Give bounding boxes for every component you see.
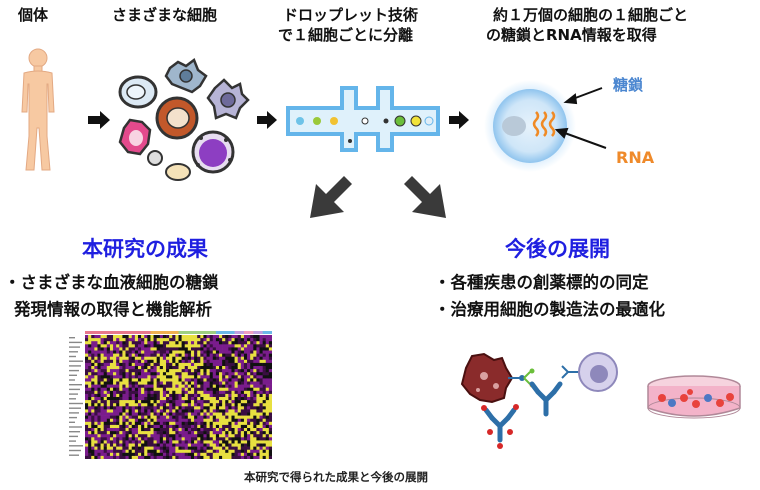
label-glycan: 糖鎖 (613, 76, 644, 94)
arrow-icon (449, 111, 469, 129)
arrow-icon (257, 111, 277, 129)
future-bullet-1: ・各種疾患の創薬標的の同定 (434, 273, 649, 292)
droplet-channel-icon (286, 86, 440, 152)
label-droplet-line2: で１細胞ごとに分離 (278, 26, 414, 44)
glycan-expression-heatmap (69, 331, 272, 459)
results-bullet-1: ・さまざまな血液細胞の糖鎖 (4, 273, 219, 292)
culture-dish-icon (647, 375, 741, 419)
results-heading: 本研究の成果 (82, 237, 208, 261)
antibody-icon (529, 381, 563, 417)
cancer-cell-icon (460, 352, 514, 404)
arrow-icon (88, 111, 110, 129)
blood-cells-icon (118, 58, 250, 181)
human-body-icon (21, 48, 55, 171)
future-bullet-2: ・治療用細胞の製造法の最適化 (434, 300, 665, 319)
results-bullet-2: 発現情報の取得と機能解析 (14, 300, 212, 319)
pointer-arrow-icon (554, 87, 607, 149)
receptor-icon (561, 365, 580, 379)
label-single-cell-line1: 約１万個の細胞の１細胞ごと (493, 6, 689, 24)
figure-caption: 本研究で得られた成果と今後の展開 (244, 470, 428, 484)
label-single-cell-line2: の糖鎖とRNA情報を取得 (486, 26, 657, 44)
label-various-cells: さまざまな細胞 (112, 6, 218, 24)
antibody-icon (483, 407, 517, 443)
immune-cell-icon (578, 352, 618, 392)
drug-molecule-icon (481, 404, 519, 449)
future-heading: 今後の展開 (505, 237, 610, 261)
single-cell-icon (484, 80, 576, 172)
label-droplet-line1: ドロップレット技術 (283, 6, 419, 24)
heatmap-grid (85, 331, 272, 459)
down-left-arrow-icon (310, 176, 352, 218)
down-right-arrow-icon (404, 176, 446, 218)
label-individual: 個体 (18, 6, 49, 24)
label-rna: RNA (616, 148, 655, 167)
